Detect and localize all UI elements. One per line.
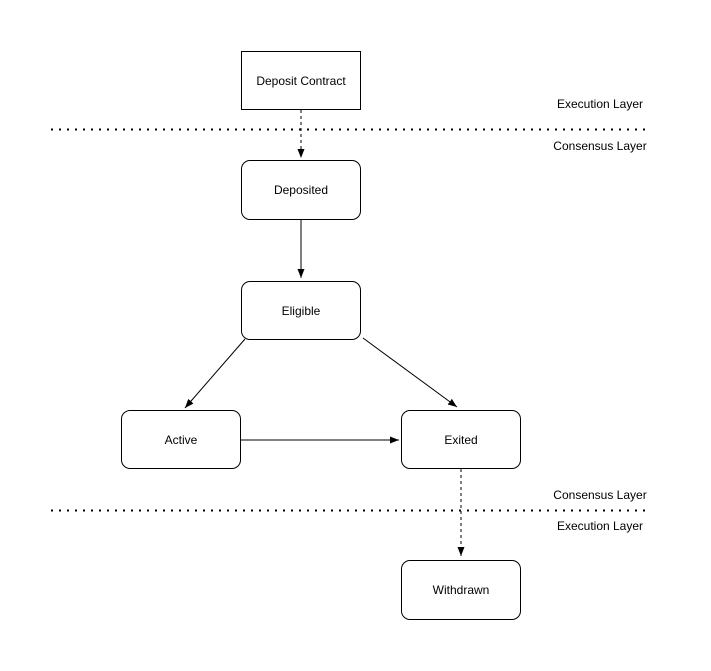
layer-label-consensus-top: Consensus Layer [553, 139, 647, 153]
node-exited: Exited [401, 410, 521, 469]
node-withdrawn-label: Withdrawn [432, 583, 490, 597]
node-deposited-label: Deposited [273, 183, 329, 197]
node-deposited: Deposited [241, 160, 361, 220]
layer-label-execution-bottom: Execution Layer [556, 519, 644, 533]
node-active-label: Active [164, 432, 198, 447]
layer-label-execution-top: Execution Layer [556, 97, 644, 111]
layer-label-consensus-bottom: Consensus Layer [553, 488, 647, 502]
edge-eligible-to-active [184, 338, 246, 409]
node-deposit-contract-label: Deposit Contract [256, 73, 346, 88]
node-eligible: Eligible [241, 281, 361, 340]
node-exited-label: Exited [444, 432, 478, 447]
node-deposit-contract: Deposit Contract [241, 51, 361, 110]
node-withdrawn: Withdrawn [401, 560, 521, 620]
node-active: Active [121, 410, 241, 469]
edge-eligible-to-exited [362, 337, 458, 408]
node-eligible-label: Eligible [281, 303, 321, 318]
